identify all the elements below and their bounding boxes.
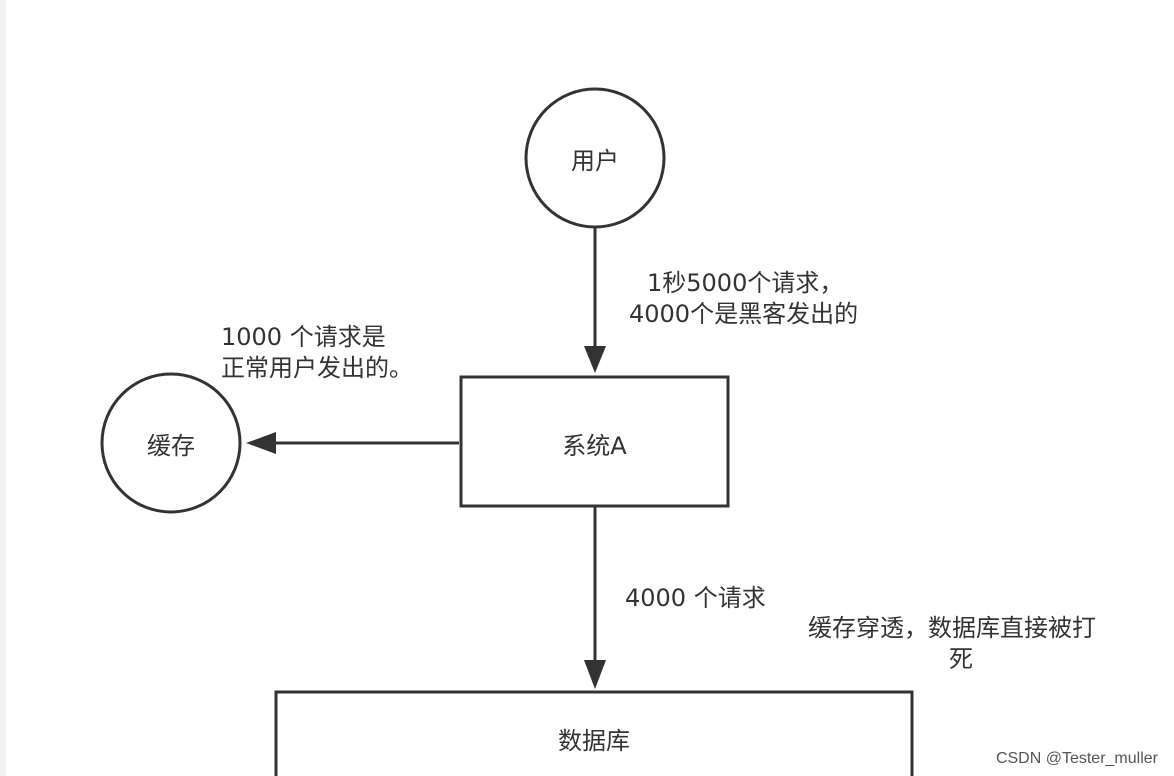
note-line: 缓存穿透，数据库直接被打	[808, 614, 1096, 642]
arrow-user-to-system	[584, 228, 606, 373]
user-node[interactable]	[524, 87, 666, 229]
database-node-label: 数据库	[558, 726, 630, 755]
edge-label-line: 4000 个请求	[625, 584, 766, 612]
arrow-system-to-cache	[246, 432, 459, 454]
edge-label-line: 1000 个请求是	[221, 323, 386, 351]
edge-label-system-to-database: 4000 个请求	[625, 583, 766, 614]
edge-label-line: 1秒5000个请求，	[647, 269, 844, 297]
database-node[interactable]	[274, 690, 914, 776]
cache-penetration-note: 缓存穿透，数据库直接被打 死	[808, 613, 1096, 675]
csdn-watermark: CSDN @Tester_muller	[995, 750, 1158, 767]
edge-label-system-to-cache: 1000 个请求是 正常用户发出的。	[221, 322, 413, 384]
edge-label-user-to-system: 1秒5000个请求， 4000个是黑客发出的	[629, 268, 858, 330]
system-node[interactable]	[459, 375, 730, 508]
left-edge-border	[0, 0, 6, 776]
cache-node[interactable]	[100, 372, 242, 514]
note-line: 死	[949, 645, 973, 673]
edge-label-line: 正常用户发出的。	[221, 354, 413, 382]
arrow-system-to-database	[584, 507, 606, 689]
user-node-label: 用户	[571, 146, 619, 175]
edge-label-line: 4000个是黑客发出的	[629, 300, 859, 328]
cache-node-label: 缓存	[147, 431, 195, 460]
system-node-label: 系统A	[562, 431, 627, 460]
